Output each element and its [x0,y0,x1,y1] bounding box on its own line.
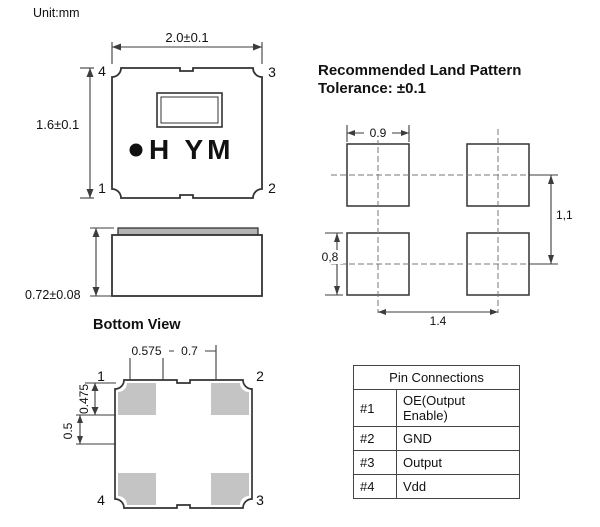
bottom-view-dim-0475: 0.475 [77,383,91,415]
pin-number: #2 [353,426,397,451]
top-view-drawing [80,42,263,199]
top-view-width-dim: 2.0±0.1 [165,30,209,45]
land-dim-08: 0,8 [317,250,343,264]
bottom-view-pads [118,383,249,505]
bottom-view-dim-05: 0.5 [61,422,75,440]
land-pads [346,143,530,296]
side-view-height-dim: 0.72±0.08 [25,288,81,302]
package-outline [111,67,263,199]
bottom-view-pin-3: 3 [256,492,264,508]
center-lines [331,129,545,313]
bottom-view-pin-2: 2 [256,368,264,384]
top-view-pin-4: 4 [98,63,106,79]
land-pattern-subtitle: Tolerance: ±0.1 [318,80,426,97]
bottom-view-dim-07: 0.7 [174,344,205,358]
table-row: #2 GND [353,426,520,451]
top-view-pin-1: 1 [98,180,106,196]
side-view-lid [117,227,259,236]
package-marking: H YM [149,134,235,165]
bottom-view-dim-0575: 0.575 [124,344,169,358]
bottom-view-drawing [76,345,253,509]
land-dim-09: 0.9 [364,126,392,140]
lid-window-outer [156,92,223,128]
pin-number: #4 [353,474,397,499]
top-view-height-dim: 1.6±0.1 [36,117,80,132]
table-row: #4 Vdd [353,474,520,499]
top-view-pin-2: 2 [268,180,276,196]
bottom-view-title: Bottom View [93,317,181,333]
pin-function: Vdd [396,474,520,499]
pin-table-header: Pin Connections [353,365,520,390]
pin-function: GND [396,426,520,451]
land-pattern-drawing [325,125,558,315]
top-view-pin-3: 3 [268,64,276,80]
side-view-drawing [90,227,263,297]
unit-label: Unit:mm [33,6,80,20]
pin1-indicator-dot [129,143,143,157]
land-dim-11: 1,1 [556,208,573,222]
pin-connections-table: Pin Connections #1 OE(Output Enable) #2 … [353,365,520,499]
bottom-view-pin-4: 4 [97,492,105,508]
table-row: #1 OE(Output Enable) [353,389,520,427]
pin-function: Output [396,450,520,475]
pin-number: #1 [353,389,397,427]
lid-window-inner [160,96,219,124]
bottom-view-pin-1: 1 [97,368,105,384]
pin-number: #3 [353,450,397,475]
land-dim-14: 1.4 [424,314,452,328]
side-view-body [111,234,263,297]
land-pattern-title: Recommended Land Pattern [318,62,522,79]
table-row: #3 Output [353,450,520,475]
pin-function: OE(Output Enable) [396,389,520,427]
